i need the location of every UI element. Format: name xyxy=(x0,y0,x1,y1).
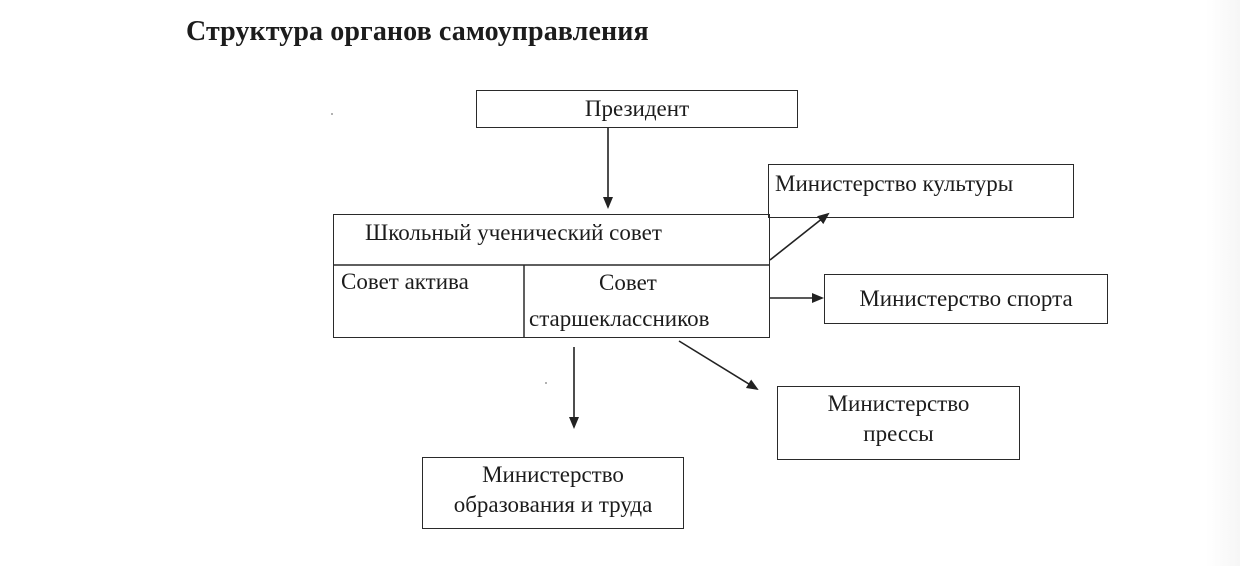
council-seniors-label-line1: Совет xyxy=(599,270,657,295)
diagram-title: Структура органов самоуправления xyxy=(186,16,649,47)
arrow-council-to-press xyxy=(678,340,759,391)
ministry-sport-box: Министерство спорта xyxy=(824,274,1108,324)
scan-speck xyxy=(331,113,333,115)
ministry-education-label-line1: Министерство xyxy=(482,462,624,487)
arrow-council-to-culture xyxy=(769,212,830,261)
council-active-label: Совет актива xyxy=(341,269,469,294)
ministry-culture-box xyxy=(768,164,1074,218)
school-council-label: Школьный ученический совет xyxy=(365,220,662,245)
ministry-education-label-line2: образования и труда xyxy=(453,492,653,517)
ministry-press-label-line1: Министерство xyxy=(827,391,970,416)
ministry-press-label-line2: прессы xyxy=(863,421,934,446)
council-seniors-label-line2: старшеклассников xyxy=(529,306,710,331)
ministry-culture-label: Министерство культуры xyxy=(775,171,1014,196)
president-box: Президент xyxy=(476,90,798,128)
ministry-sport-label: Министерство спорта xyxy=(859,286,1073,311)
ministry-education-box: Министерство образования и труда xyxy=(422,457,684,529)
president-label: Президент xyxy=(584,96,690,121)
school-council-box xyxy=(333,214,770,338)
ministry-press-box: Министерство прессы xyxy=(777,386,1020,460)
scan-speck xyxy=(545,382,547,384)
scan-edge-shadow xyxy=(1206,0,1240,566)
